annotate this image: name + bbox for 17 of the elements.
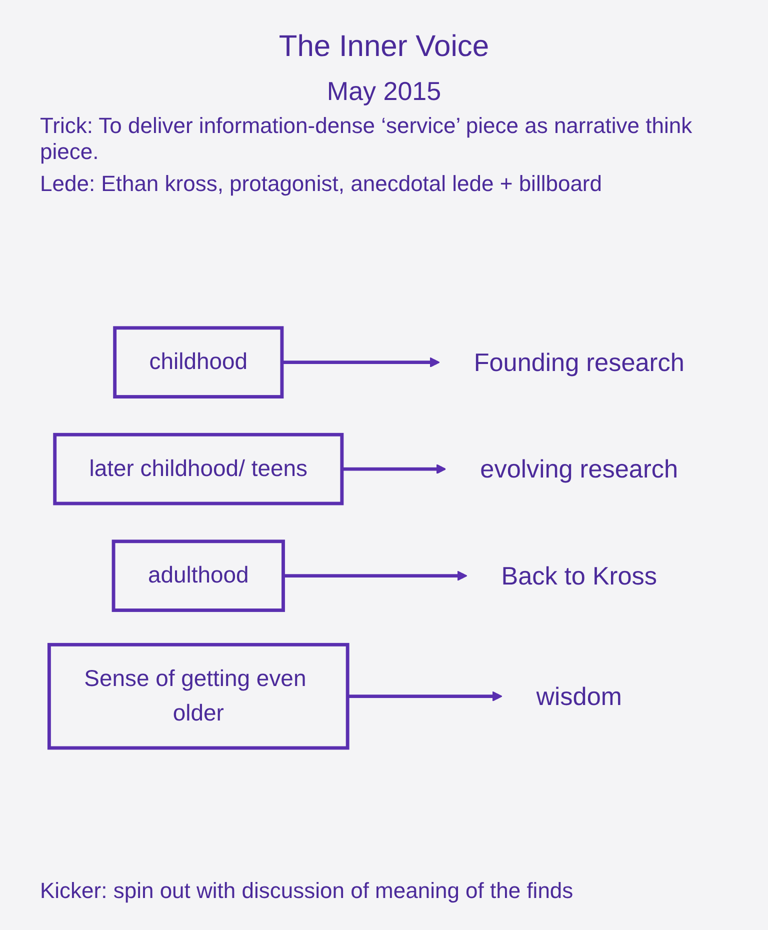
node-box: childhood <box>113 326 284 399</box>
date-text: May 2015 <box>326 76 442 107</box>
title: The Inner Voice <box>278 30 490 64</box>
arrow <box>283 571 468 582</box>
node-text: wisdom <box>536 682 622 712</box>
node-box: adulthood <box>112 540 285 612</box>
node-text: Back to Kross <box>501 562 657 591</box>
node-text: Founding research <box>474 348 684 378</box>
note-text: Trick: To deliver information-dense ‘service’ piece as narrative think piece. <box>40 113 694 165</box>
arrow <box>282 358 440 368</box>
note-text: Kicker: spin out with discussion of meaning of the finds <box>40 878 574 904</box>
note-text: Lede: Ethan kross, protagonist, anecdotal lede + billboard <box>40 171 603 197</box>
node-text: evolving research <box>480 455 678 484</box>
node-box: Sense of getting even older <box>47 643 350 750</box>
arrow <box>348 692 502 702</box>
node-box: later childhood/ teens <box>53 433 344 506</box>
arrow <box>342 464 446 475</box>
